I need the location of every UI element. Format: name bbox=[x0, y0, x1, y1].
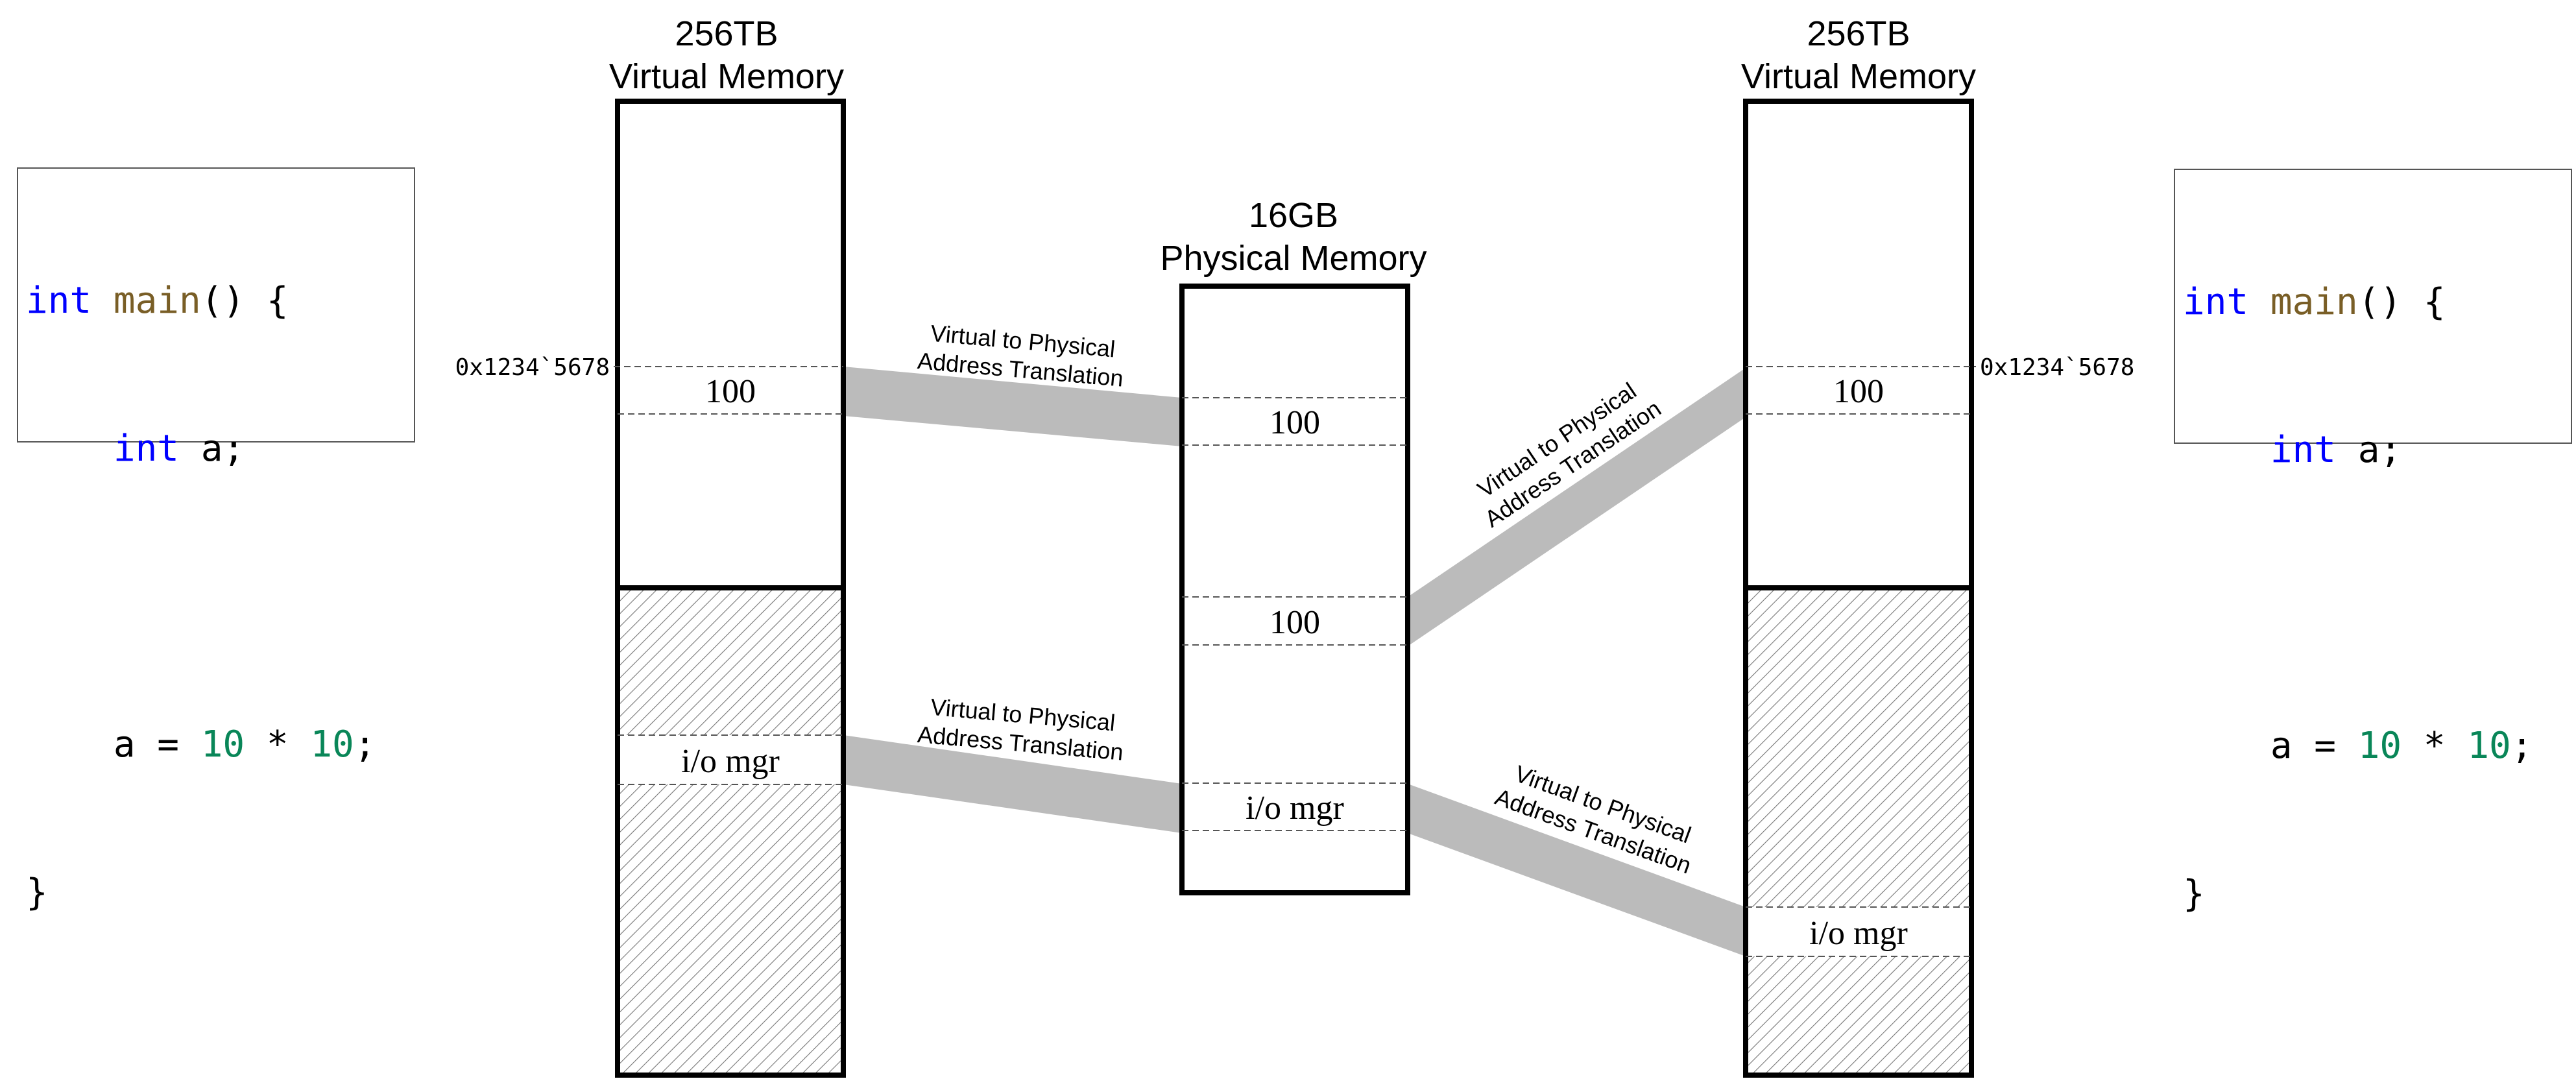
address-label: 0x1234`5678 bbox=[455, 354, 610, 381]
column-title: Physical Memory bbox=[1160, 239, 1426, 278]
address-label: 0x1234`5678 bbox=[1980, 354, 2134, 381]
code-function-name: main bbox=[113, 280, 201, 322]
column-title: Virtual Memory bbox=[1741, 57, 1976, 96]
code-text: * bbox=[245, 723, 311, 766]
code-text: a = bbox=[2270, 725, 2358, 767]
memory-column-outline bbox=[1179, 284, 1410, 895]
user-space-region bbox=[618, 101, 843, 588]
code-text: a = bbox=[113, 723, 201, 766]
code-keyword: int bbox=[2183, 281, 2249, 323]
column-size-label: 256TB bbox=[1807, 14, 1910, 53]
code-function-name: main bbox=[2270, 281, 2358, 323]
code-keyword: int bbox=[26, 280, 92, 322]
code-number: 10 bbox=[2467, 725, 2511, 767]
code-snippet-right: int main() { int a; a = 10 * 10; } bbox=[2174, 169, 2572, 915]
memory-cell-value: 100 bbox=[1270, 604, 1320, 641]
code-keyword: int bbox=[113, 428, 180, 470]
left-virtual-memory-column: 100 i/o mgr bbox=[614, 99, 846, 1078]
translation-band bbox=[843, 735, 1182, 833]
code-keyword: int bbox=[2270, 429, 2337, 471]
kernel-cell-label: i/o mgr bbox=[1809, 915, 1908, 952]
code-text: a; bbox=[2336, 429, 2402, 471]
code-text: ; bbox=[354, 723, 376, 766]
column-size-label: 16GB bbox=[1249, 196, 1338, 235]
code-text: } bbox=[26, 871, 48, 914]
code-text: } bbox=[2183, 873, 2205, 915]
kernel-cell-bg bbox=[1748, 907, 1969, 956]
code-number: 10 bbox=[310, 723, 354, 766]
column-size-label: 256TB bbox=[675, 14, 778, 53]
translation-band bbox=[1408, 784, 1746, 956]
code-text: ; bbox=[2510, 725, 2533, 767]
memory-cell-value: 100 bbox=[705, 373, 756, 410]
physical-memory-column: 100 100 i/o mgr bbox=[1179, 284, 1410, 895]
translation-band bbox=[843, 367, 1182, 446]
memory-cell-value: 100 bbox=[1833, 373, 1884, 410]
kernel-cell-label: i/o mgr bbox=[1246, 790, 1344, 827]
kernel-cell-label: i/o mgr bbox=[681, 743, 780, 780]
code-text: () { bbox=[2357, 281, 2446, 323]
kernel-space-region bbox=[618, 588, 843, 1075]
column-title: Virtual Memory bbox=[609, 57, 844, 96]
right-virtual-memory-column: 100 i/o mgr bbox=[1743, 99, 1976, 1078]
kernel-space-region bbox=[1746, 588, 1971, 1075]
code-number: 10 bbox=[2357, 725, 2402, 767]
kernel-cell-bg bbox=[620, 735, 841, 784]
code-number: 10 bbox=[200, 723, 245, 766]
code-text: * bbox=[2401, 725, 2468, 767]
code-text: a; bbox=[179, 428, 245, 470]
code-snippet-left: int main() { int a; a = 10 * 10; } bbox=[17, 167, 415, 914]
user-space-region bbox=[1746, 101, 1971, 588]
memory-cell-value: 100 bbox=[1270, 404, 1320, 441]
code-text: () { bbox=[200, 280, 289, 322]
translation-band bbox=[1408, 368, 1746, 646]
